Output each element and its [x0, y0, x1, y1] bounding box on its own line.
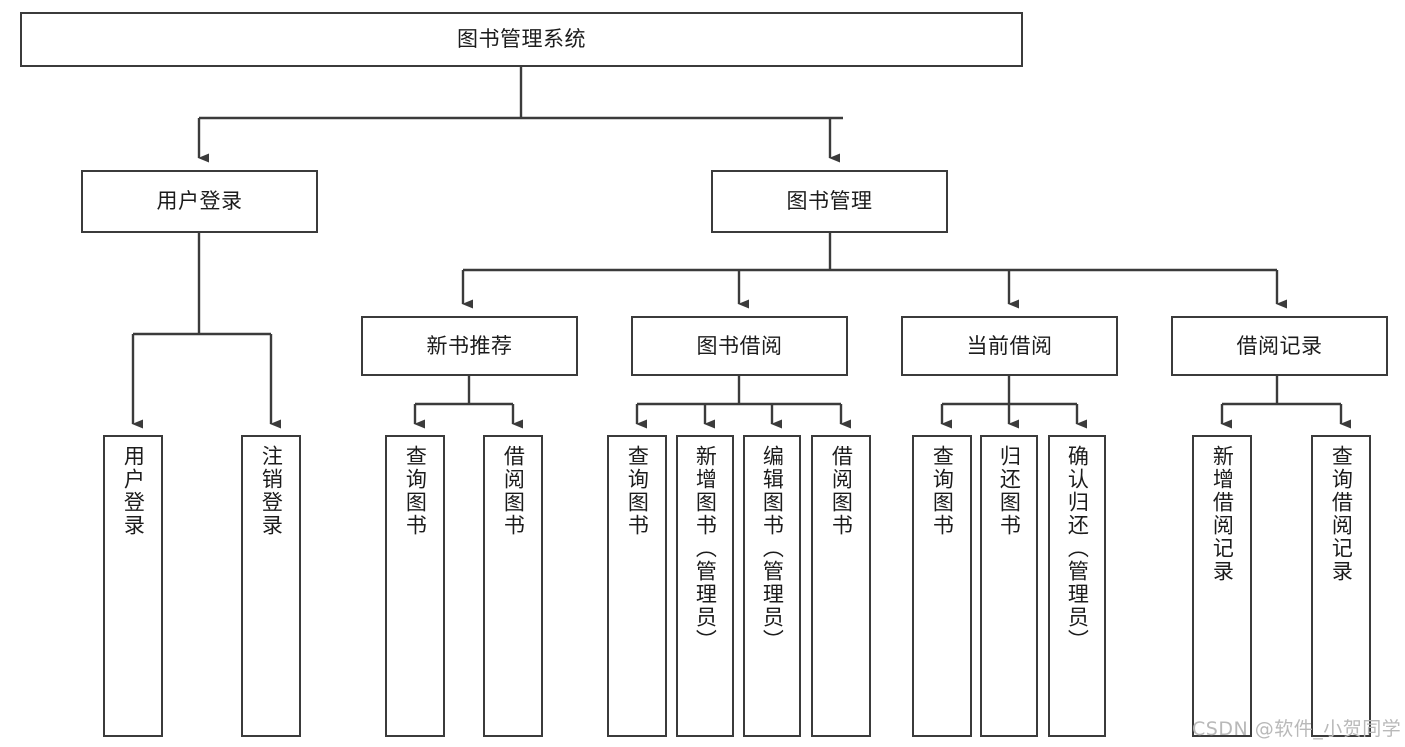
node-label: 图书管理系统	[457, 27, 586, 52]
node-user-login[interactable]: 用户登录	[81, 170, 318, 233]
leaf-new-book-borrow-book[interactable]: 借阅图书	[483, 435, 543, 737]
node-label: 当前借阅	[966, 333, 1053, 358]
leaf-book-borrow-add-book-admin[interactable]: 新增图书（管理员）	[676, 435, 734, 737]
leaf-borrow-records-add-record[interactable]: 新增借阅记录	[1192, 435, 1252, 737]
leaf-book-borrow-edit-book-admin[interactable]: 编辑图书（管理员）	[743, 435, 801, 737]
node-label: 查询借阅记录	[1329, 445, 1354, 583]
node-label: 确认归还（管理员）	[1065, 445, 1090, 652]
leaf-current-borrow-confirm-return-admin[interactable]: 确认归还（管理员）	[1048, 435, 1106, 737]
node-label: 查询图书	[625, 445, 650, 537]
node-current-borrow[interactable]: 当前借阅	[901, 316, 1118, 376]
leaf-new-book-query-book[interactable]: 查询图书	[385, 435, 445, 737]
leaf-user-login-logout[interactable]: 注销登录	[241, 435, 301, 737]
node-label: 查询图书	[403, 445, 428, 537]
leaf-book-borrow-borrow-book[interactable]: 借阅图书	[811, 435, 871, 737]
node-label: 新增借阅记录	[1210, 445, 1235, 583]
leaf-book-borrow-query-book[interactable]: 查询图书	[607, 435, 667, 737]
node-label: 新增图书（管理员）	[693, 445, 718, 652]
leaf-current-borrow-query-book[interactable]: 查询图书	[912, 435, 972, 737]
node-label: 用户登录	[121, 445, 146, 537]
leaf-current-borrow-return-book[interactable]: 归还图书	[980, 435, 1038, 737]
node-label: 借阅记录	[1236, 333, 1323, 358]
node-new-book-recommend[interactable]: 新书推荐	[361, 316, 578, 376]
node-root-book-management-system[interactable]: 图书管理系统	[20, 12, 1023, 67]
node-label: 编辑图书（管理员）	[760, 445, 785, 652]
node-label: 注销登录	[259, 445, 284, 537]
node-book-borrow[interactable]: 图书借阅	[631, 316, 848, 376]
node-label: 图书管理	[786, 189, 873, 214]
node-label: 借阅图书	[829, 445, 854, 537]
leaf-user-login-login[interactable]: 用户登录	[103, 435, 163, 737]
node-label: 归还图书	[997, 445, 1022, 537]
node-label: 新书推荐	[426, 333, 513, 358]
node-label: 借阅图书	[501, 445, 526, 537]
leaf-borrow-records-query-record[interactable]: 查询借阅记录	[1311, 435, 1371, 737]
node-label: 用户登录	[156, 189, 243, 214]
node-book-management[interactable]: 图书管理	[711, 170, 948, 233]
node-label: 查询图书	[930, 445, 955, 537]
node-borrow-records[interactable]: 借阅记录	[1171, 316, 1388, 376]
node-label: 图书借阅	[696, 333, 783, 358]
